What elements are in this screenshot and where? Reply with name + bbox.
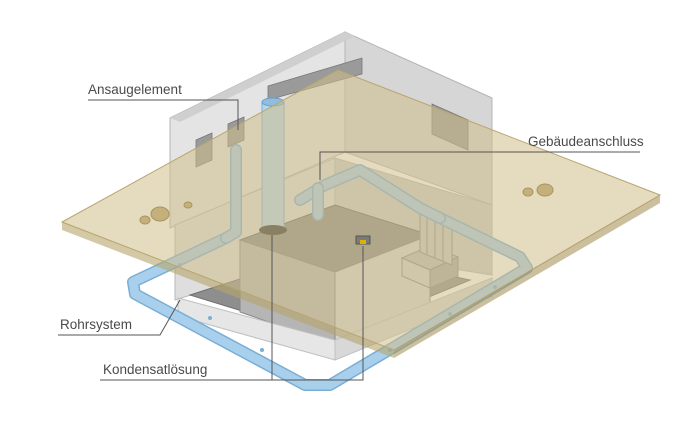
condensate-drain — [355, 235, 371, 245]
stone — [150, 206, 170, 222]
leader-lines — [58, 99, 640, 381]
leader-gebaeudeanschluss — [319, 151, 640, 180]
stone — [536, 183, 554, 197]
leader-ansaugelement — [88, 99, 239, 130]
window-upper-left — [267, 57, 363, 101]
ground-layer-edge — [62, 222, 394, 358]
stone — [522, 187, 534, 197]
label-gebaeudeanschluss: Gebäudeanschluss — [528, 134, 644, 149]
stone — [183, 201, 193, 209]
pipe-joint — [260, 348, 264, 352]
ground-layer — [60, 69, 662, 358]
drain-fitting-accent — [360, 240, 366, 244]
leader-kondensatloesung-drain — [272, 246, 364, 381]
stone — [139, 215, 151, 225]
pipe-joint — [208, 316, 212, 320]
ground-layer-edge-right — [394, 195, 660, 358]
label-kondensatloesung: Kondensatlösung — [103, 362, 207, 377]
label-ansaugelement: Ansaugelement — [88, 82, 182, 97]
label-rohrsystem: Rohrsystem — [60, 317, 132, 332]
leader-rohrsystem — [58, 299, 181, 336]
